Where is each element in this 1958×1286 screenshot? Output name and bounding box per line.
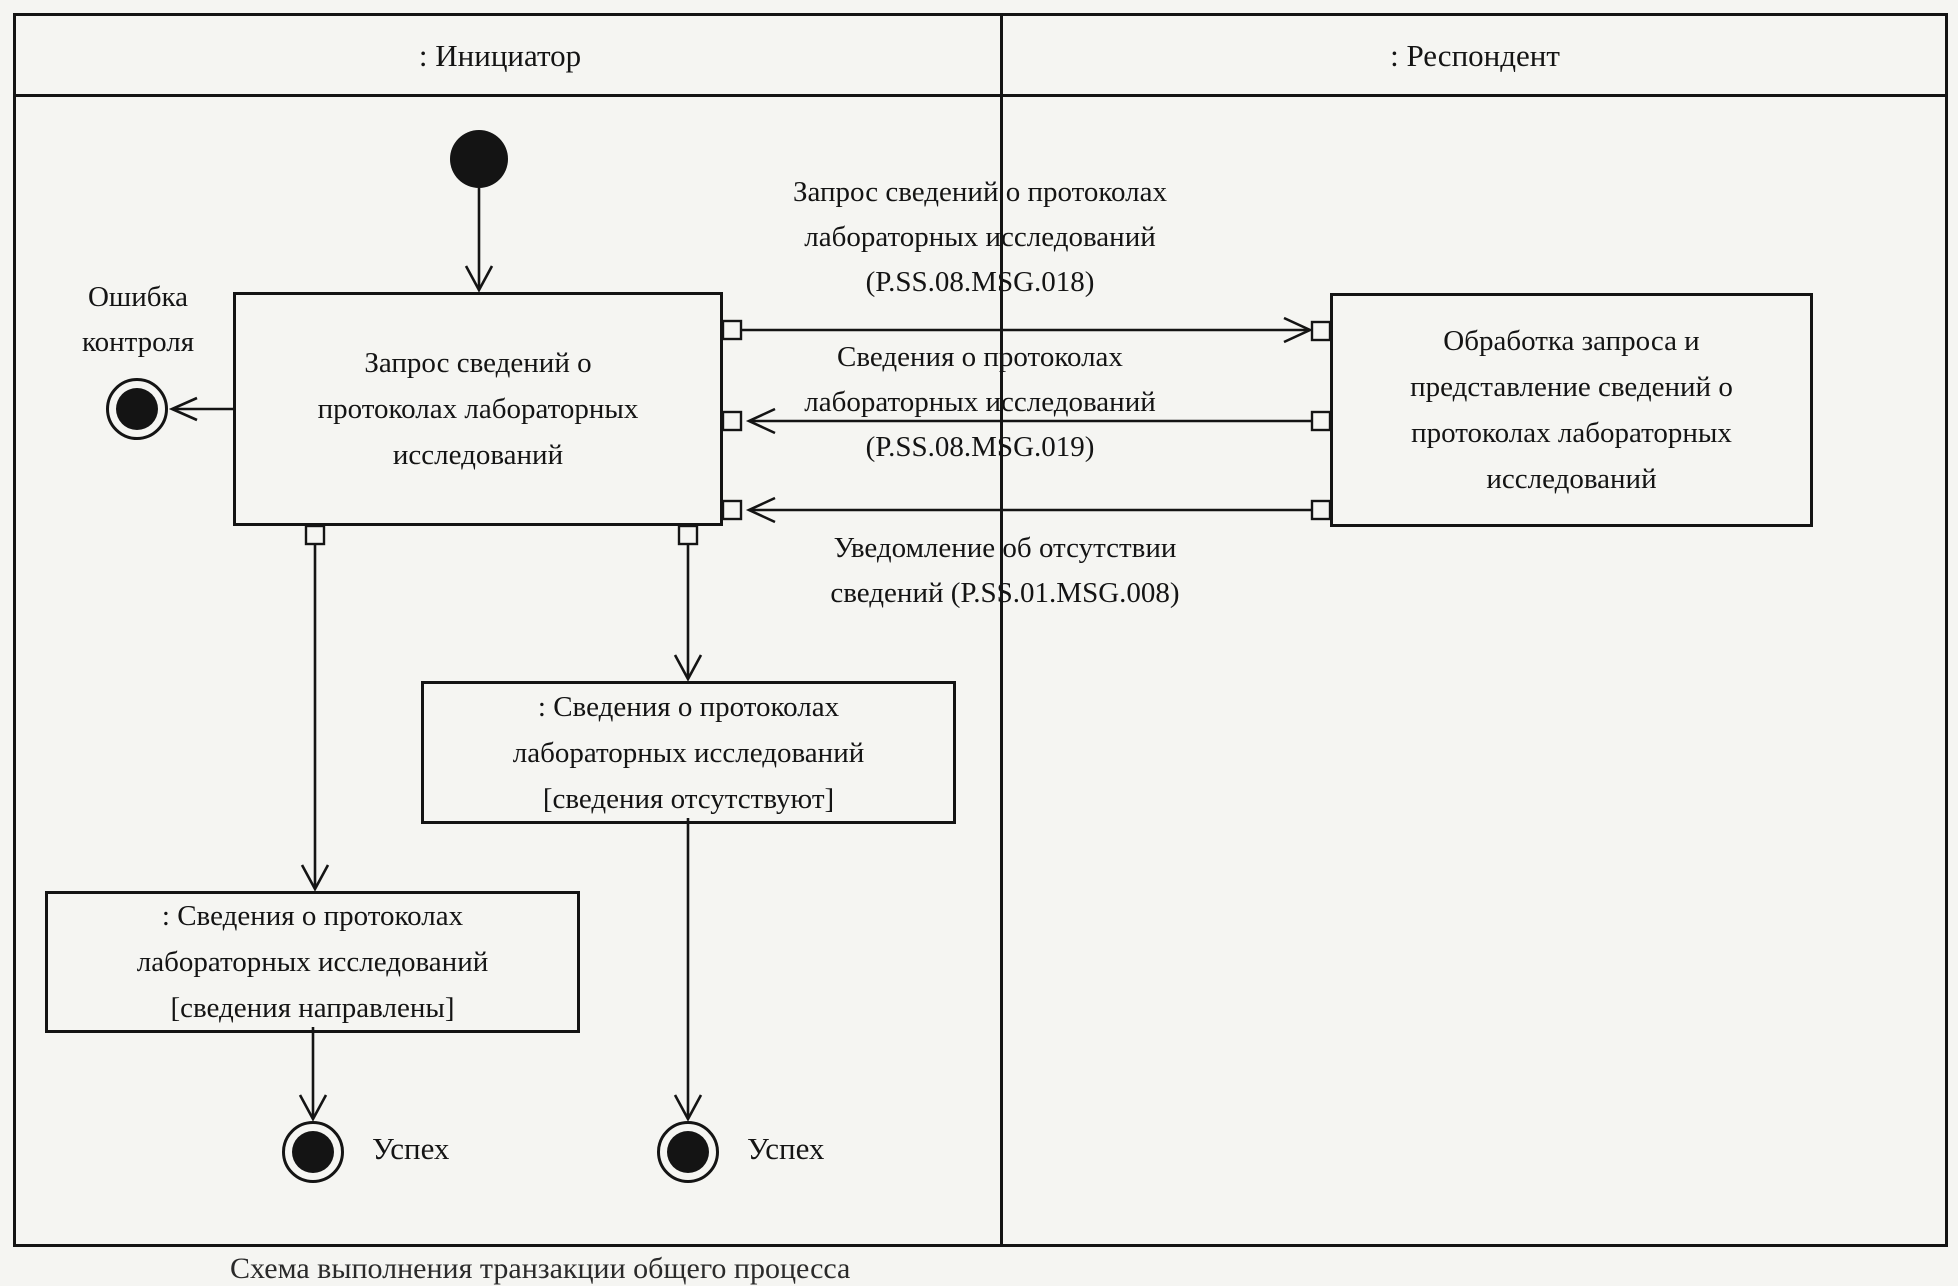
lane-title-initiator: : Инициатор xyxy=(418,38,582,73)
initiator-action-box: Запрос сведений о протоколах лабораторны… xyxy=(233,292,723,526)
final-node-error-dot xyxy=(116,388,158,430)
no-data-message-line: сведений (P.SS.01.MSG.008) xyxy=(830,577,1180,609)
object-absent-box: : Сведения о протоколах лабораторных исс… xyxy=(421,681,956,824)
pin-absent-out xyxy=(677,524,699,546)
object-sent-box: : Сведения о протоколах лабораторных исс… xyxy=(45,891,580,1033)
response-message-line: Сведения о протоколах xyxy=(837,341,1123,373)
response-message-line: лабораторных исследований xyxy=(804,386,1156,418)
response-arrowhead-icon xyxy=(745,407,776,435)
error-arrowhead-icon xyxy=(168,396,198,422)
respondent-action-line: протоколах лабораторных xyxy=(1411,417,1732,449)
no-data-message-label: Уведомление об отсутствии сведений (P.SS… xyxy=(830,526,1179,616)
respondent-action-box: Обработка запроса и представление сведен… xyxy=(1330,293,1813,527)
final-node-success-middle xyxy=(657,1121,719,1183)
start-node xyxy=(450,130,508,188)
lane-title-respondent: : Респондент xyxy=(1390,38,1560,73)
absent-flow-arrowhead-icon xyxy=(673,654,703,682)
respondent-action-line: представление сведений о xyxy=(1410,371,1733,403)
respondent-action-line: Обработка запроса и xyxy=(1443,325,1700,357)
success-left-label: Успех xyxy=(372,1131,450,1166)
final-node-success-left xyxy=(282,1121,344,1183)
object-absent-line: : Сведения о протоколах xyxy=(537,690,840,723)
sent-success-arrowhead-icon xyxy=(298,1094,328,1122)
no-data-message-line: Уведомление об отсутствии xyxy=(833,532,1177,564)
object-sent-line: лабораторных исследований xyxy=(136,946,489,978)
absent-success-arrowhead-icon xyxy=(673,1094,703,1122)
initiator-action-line: протоколах лабораторных xyxy=(317,393,639,425)
no-data-arrowhead-icon xyxy=(745,496,776,524)
request-message-line: (P.SS.08.MSG.018) xyxy=(865,266,1095,298)
start-arrowhead-icon xyxy=(464,265,494,293)
object-absent-line: [сведения отсутствуют] xyxy=(542,782,835,815)
lane-header-band xyxy=(13,13,1948,97)
error-label-line: контроля xyxy=(81,326,195,358)
object-sent-line: : Сведения о протоколах xyxy=(161,900,464,932)
initiator-action-line: исследований xyxy=(392,439,564,471)
object-absent-line: лабораторных исследований xyxy=(512,736,865,769)
pin-no-data-in xyxy=(721,499,743,521)
final-node-success-left-dot xyxy=(292,1131,334,1173)
final-node-error xyxy=(106,378,168,440)
pin-sent-out xyxy=(304,524,326,546)
final-node-success-middle-dot xyxy=(667,1131,709,1173)
respondent-action-line: исследований xyxy=(1486,463,1657,495)
lane-divider xyxy=(1000,13,1003,1247)
response-message-line: (P.SS.08.MSG.019) xyxy=(865,431,1095,463)
request-message-line: лабораторных исследований xyxy=(804,221,1156,253)
object-sent-line: [сведения направлены] xyxy=(170,992,455,1024)
pin-request-out xyxy=(721,319,743,341)
request-message-line: Запрос сведений о протоколах xyxy=(793,176,1167,208)
error-label: Ошибка контроля xyxy=(82,275,194,365)
request-message-label: Запрос сведений о протоколах лабораторны… xyxy=(793,170,1167,305)
success-middle-label: Успех xyxy=(747,1131,825,1166)
initiator-action-line: Запрос сведений о xyxy=(364,347,592,379)
request-arrowhead-icon xyxy=(1283,316,1314,344)
diagram-frame xyxy=(13,13,1948,1247)
sent-flow-arrowhead-icon xyxy=(300,864,330,892)
caption-fragment: Схема выполнения транзакции общего проце… xyxy=(230,1252,851,1285)
error-label-line: Ошибка xyxy=(87,281,189,313)
pin-response-in xyxy=(721,410,743,432)
response-message-label: Сведения о протоколах лабораторных иссле… xyxy=(804,335,1155,470)
